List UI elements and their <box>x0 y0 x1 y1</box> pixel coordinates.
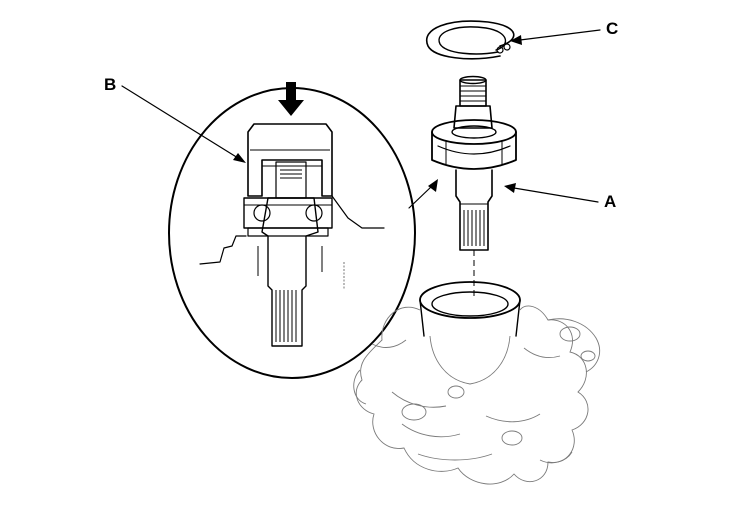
leader-line-b <box>121 85 246 163</box>
leader-line-c <box>510 29 601 45</box>
detail-housing-edge <box>199 195 385 290</box>
callout-label-b: B <box>104 75 116 94</box>
steering-knuckle <box>353 281 600 485</box>
snap-ring <box>425 20 515 60</box>
callout-label-c: C <box>606 19 618 38</box>
callout-label-a: A <box>604 192 616 211</box>
detail-view <box>168 82 438 379</box>
detail-bearing <box>243 197 333 237</box>
press-tool <box>247 123 333 197</box>
axle-shaft <box>431 75 517 300</box>
leader-line-a <box>504 183 599 203</box>
press-direction-arrow <box>278 82 304 116</box>
detail-shaft <box>261 161 319 347</box>
